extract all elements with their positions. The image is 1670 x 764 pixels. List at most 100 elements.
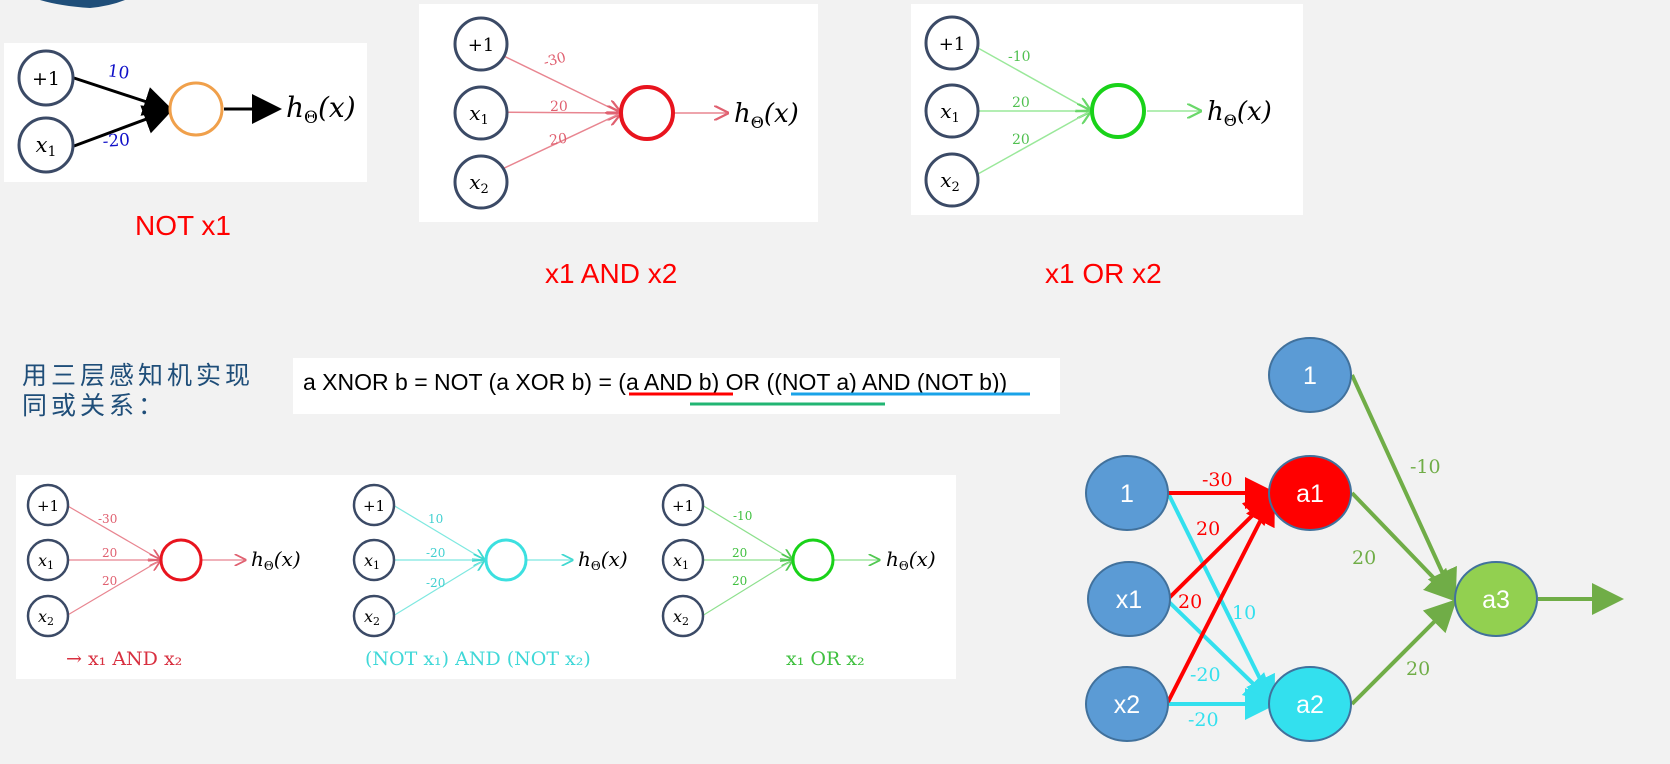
- svg-text:hΘ(x): hΘ(x): [251, 547, 301, 573]
- bottom-and-weight-1: -30: [98, 512, 117, 526]
- bottom-nor-weight-2: -20: [426, 546, 445, 560]
- input-node-bias: [1085, 455, 1169, 531]
- bottom-nor-caption: (NOT x₁) AND (NOT x₂): [365, 648, 591, 670]
- or-node-x1: [924, 83, 980, 139]
- not-node-bias: [17, 49, 75, 107]
- svg-text:x2: x2: [469, 170, 489, 197]
- and-weight-1: -30: [542, 50, 568, 71]
- not-output-h: h: [286, 91, 304, 124]
- and-output-sub: Θ: [751, 113, 764, 132]
- svg-text:x1: x1: [364, 551, 380, 572]
- and-neuron-diagram: +1 x1 x2 -30 20 20 hΘ(x): [453, 16, 799, 210]
- and-node-out: [619, 85, 675, 141]
- input-node-x1: [1087, 561, 1171, 637]
- output-a3-label: a3: [1482, 586, 1510, 614]
- bottom-or-weight-3: 20: [732, 574, 747, 588]
- or-neuron-diagram: +1 x1 x2 -10 20 20 hΘ(x): [924, 15, 1272, 208]
- edge-a2-a3: [1350, 599, 1457, 706]
- input-x1-label: x1: [1116, 586, 1142, 614]
- and-caption: x1 AND x2: [545, 258, 678, 289]
- xnor-formula: a XNOR b = NOT (a XOR b) = (a AND b) OR …: [303, 369, 1008, 395]
- and-node-x1: [453, 85, 509, 141]
- bottom-nor-node-x2: [352, 594, 396, 638]
- svg-text:x2: x2: [38, 607, 54, 628]
- bottom-nor-node-out: [484, 538, 528, 582]
- or-x1-label: x: [940, 99, 951, 123]
- hidden-bias-label: 1: [1303, 362, 1317, 390]
- bottom-and-node-bias: [26, 483, 70, 527]
- chinese-line-2: 同或关系：: [22, 391, 168, 420]
- svg-text:x1: x1: [940, 99, 960, 126]
- not-edge-x1: [73, 105, 174, 148]
- bottom-nor-weight-3: -20: [426, 576, 445, 590]
- svg-text:x1: x1: [36, 133, 57, 160]
- and-bias-label: +1: [468, 35, 495, 56]
- or-output-arg: (x): [1237, 97, 1272, 127]
- svg-text:hΘ(x): hΘ(x): [734, 99, 799, 132]
- not-weight-1: 10: [106, 61, 130, 84]
- or-bias-label: +1: [939, 34, 966, 55]
- hidden-a2-label: a2: [1296, 691, 1324, 719]
- weight-hbias-a3: -10: [1410, 456, 1441, 478]
- hidden-node-a1: [1268, 455, 1352, 531]
- or-edge-x2: [968, 112, 1089, 180]
- and-x2-label: x: [469, 170, 480, 194]
- hidden-node-a2: [1268, 666, 1352, 742]
- svg-text:x2: x2: [673, 607, 689, 628]
- and-node-bias: [453, 16, 509, 72]
- bottom-or-network: +1 x1 x2 -10 20 20 hΘ(x) x₁ OR x₂: [661, 483, 936, 670]
- not-bias-label: +1: [32, 68, 60, 90]
- input-bias-label: 1: [1120, 480, 1134, 508]
- weight-x2-a2: -20: [1188, 709, 1219, 731]
- weight-x1-a2: -20: [1190, 664, 1221, 686]
- bottom-or-weight-1: -10: [733, 509, 752, 523]
- output-node-a3: [1454, 561, 1538, 637]
- bottom-or-node-out: [791, 538, 835, 582]
- or-x2-sub: 2: [952, 180, 960, 195]
- bottom-or-node-x2: [661, 594, 705, 638]
- bottom-nor-node-x1: [352, 538, 396, 582]
- edge-x2-a1: [1166, 492, 1275, 703]
- or-edge-bias: [968, 42, 1089, 110]
- or-x1-sub: 1: [952, 111, 960, 126]
- not-neuron-diagram: +1 x1 10 -20 hΘ(x): [17, 49, 356, 174]
- chinese-line-1: 用三层感知机实现: [22, 361, 255, 390]
- svg-text:+1: +1: [363, 497, 385, 515]
- not-node-out: [168, 81, 224, 137]
- or-neuron-panel: +1 x1 x2 -10 20 20 hΘ(x): [911, 4, 1303, 215]
- bottom-and-weight-2: 20: [102, 546, 117, 560]
- bottom-and-node-out: [159, 538, 203, 582]
- not-caption: NOT x1: [135, 210, 231, 241]
- bottom-and-node-x1: [26, 538, 70, 582]
- or-weight-1: -10: [1008, 49, 1031, 65]
- svg-text:hΘ(x): hΘ(x): [286, 91, 356, 128]
- or-caption: x1 OR x2: [1045, 258, 1162, 289]
- svg-text:x1: x1: [469, 101, 489, 128]
- weight-bias-a2: 10: [1232, 602, 1256, 624]
- svg-text:x2: x2: [364, 607, 380, 628]
- chinese-description: 用三层感知机实现 同或关系：: [22, 361, 254, 421]
- not-output-arg: (x): [318, 91, 356, 124]
- bottom-or-node-x1: [661, 538, 705, 582]
- and-weight-2: 20: [550, 99, 568, 115]
- or-output-sub: Θ: [1224, 111, 1237, 130]
- and-x1-label: x: [469, 101, 480, 125]
- xnor-formula-box: a XNOR b = NOT (a XOR b) = (a AND b) OR …: [293, 358, 1060, 414]
- or-weight-3: 20: [1012, 132, 1030, 148]
- bottom-and-node-x2: [26, 594, 70, 638]
- bottom-nor-network: +1 x1 x2 10 -20 -20 hΘ(x) (NOT x₁) AND (…: [352, 483, 628, 670]
- or-node-x2: [924, 152, 980, 208]
- weight-a1-a3: 20: [1352, 547, 1376, 569]
- weight-bias-a1: -30: [1202, 469, 1233, 491]
- svg-text:x1: x1: [38, 551, 54, 572]
- bottom-and-network: +1 x1 x2 -30 20 20 hΘ(x) → x₁ AND x₂: [26, 483, 301, 670]
- bottom-or-caption: x₁ OR x₂: [786, 648, 865, 670]
- not-output-sub: Θ: [304, 108, 318, 128]
- edge-hbias-a3: [1350, 374, 1457, 602]
- bottom-and-weight-3: 20: [102, 574, 117, 588]
- hidden-node-bias: [1268, 337, 1352, 413]
- corner-decoration: [40, 0, 125, 8]
- xnor-network-diagram: 1 x1 x2 1 a1 a2 a3 -30 20 20 10 -20 -20 …: [1085, 337, 1624, 742]
- bottom-or-weight-2: 20: [732, 546, 747, 560]
- svg-text:+1: +1: [37, 497, 59, 515]
